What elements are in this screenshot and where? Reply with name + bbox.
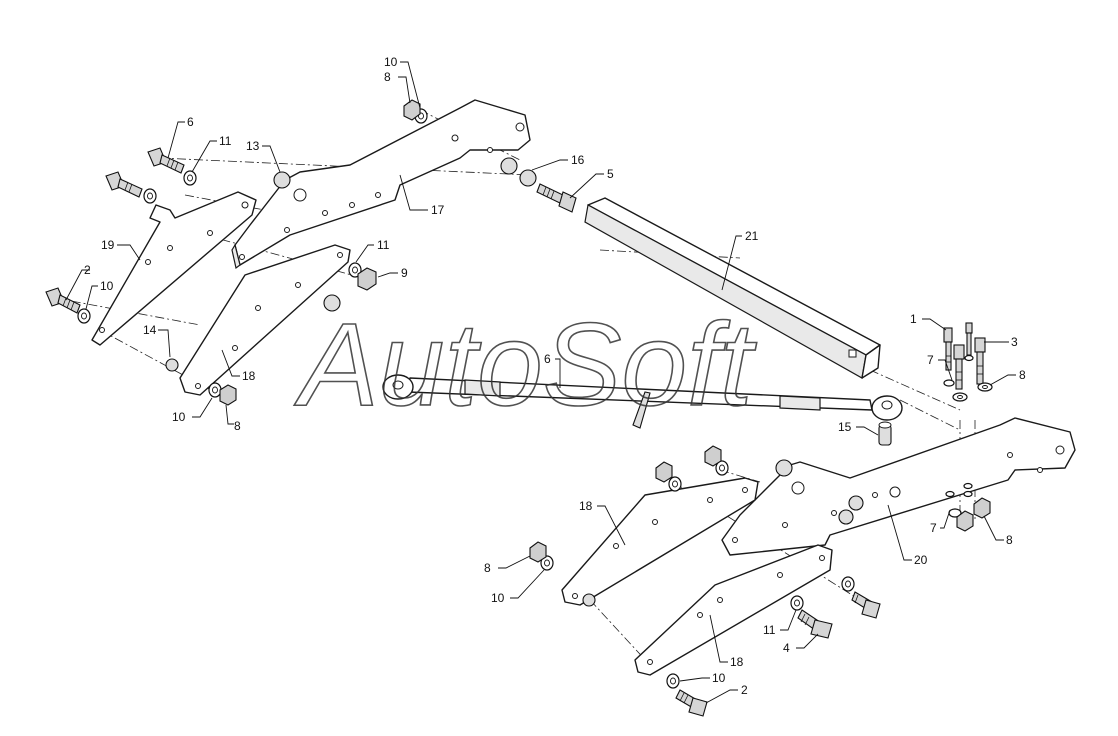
callout-8: 8 (1019, 368, 1026, 382)
callout-21: 21 (745, 229, 759, 243)
bolt-1 (943, 327, 953, 371)
washers (77, 108, 993, 689)
tube-part-21 (584, 197, 881, 379)
callout-8: 8 (234, 419, 241, 433)
callout-11: 11 (219, 134, 232, 148)
callout-18: 18 (242, 369, 256, 383)
callout-13: 13 (246, 139, 260, 153)
callout-8: 8 (484, 561, 491, 575)
bolt-2-bottom (675, 689, 708, 717)
leader-lines (65, 61, 1016, 704)
callout-7: 7 (930, 521, 937, 535)
callout-10: 10 (384, 55, 398, 69)
callout-17: 17 (431, 203, 445, 217)
callout-6: 6 (544, 352, 551, 366)
bolts (45, 147, 986, 717)
bracket-part-19 (91, 191, 257, 346)
bolt-center-vertical (953, 344, 965, 390)
plate-part-18-middle (561, 477, 759, 606)
pin-part-15 (878, 421, 892, 446)
callout-5: 5 (607, 167, 614, 181)
callout-10: 10 (712, 671, 726, 685)
bolt-5 (536, 183, 577, 213)
callout-18: 18 (730, 655, 744, 669)
callout-16: 16 (571, 153, 585, 167)
callout-10: 10 (100, 279, 114, 293)
callout-4: 4 (783, 641, 790, 655)
nuts (219, 99, 991, 563)
bolt-small-vertical (965, 322, 973, 356)
frame-part-20 (721, 417, 1076, 556)
callout-18: 18 (579, 499, 593, 513)
callout-14: 14 (143, 323, 157, 337)
plate-part-18-left (179, 244, 351, 396)
bolt-2-left (45, 287, 81, 314)
bolt-lower-right (851, 591, 881, 619)
callout-15: 15 (838, 420, 852, 434)
bolt-upper-left (105, 171, 143, 198)
watermark-text: AutoSoft (294, 299, 757, 431)
callout-1: 1 (910, 312, 917, 326)
plate-part-18-bottom (634, 544, 833, 676)
callout-10: 10 (172, 410, 186, 424)
callout-8: 8 (384, 70, 391, 84)
callout-2: 2 (741, 683, 748, 697)
callout-labels: 10 8 6 11 13 16 5 17 19 21 11 9 2 10 14 … (84, 55, 1026, 697)
callout-10: 10 (491, 591, 505, 605)
callout-6: 6 (187, 115, 194, 129)
callout-7: 7 (927, 353, 934, 367)
bolt-6-upper (147, 147, 185, 174)
callout-11: 11 (377, 238, 390, 252)
tube-end-hole (848, 349, 857, 358)
bolt-3 (974, 337, 986, 385)
tie-rod-part-6 (382, 374, 903, 429)
callout-3: 3 (1011, 335, 1018, 349)
bolt-4 (797, 609, 833, 639)
callout-20: 20 (914, 553, 928, 567)
callout-8: 8 (1006, 533, 1013, 547)
callout-11: 11 (763, 623, 776, 637)
bushings (165, 157, 864, 607)
frame-part-17 (231, 99, 531, 270)
callout-9: 9 (401, 266, 408, 280)
callout-2: 2 (84, 263, 91, 277)
callout-19: 19 (101, 238, 115, 252)
